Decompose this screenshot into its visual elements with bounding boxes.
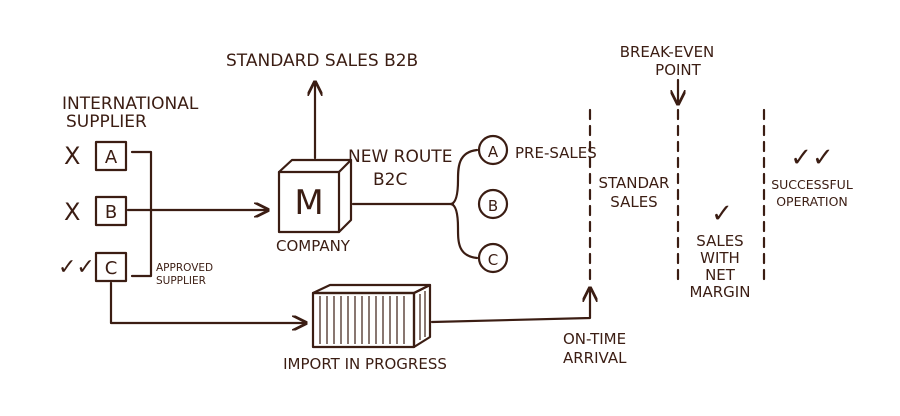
channel-a: A: [477, 134, 509, 166]
new-route-line2: B2C: [373, 170, 407, 190]
supplier-to-import-arrow: [109, 281, 306, 323]
net-margin-check-icon: ✓: [711, 199, 733, 229]
channel-letter-b: B: [488, 197, 498, 215]
channel-b: B: [477, 188, 509, 220]
reject-mark-b: X: [64, 198, 80, 226]
channel-letter-a: A: [488, 143, 499, 161]
b2b-label: STANDARD SALES B2B: [226, 51, 418, 71]
reject-mark-a: X: [64, 142, 80, 170]
supplier-option-a: X A: [64, 140, 128, 172]
net-margin-line4: MARGIN: [690, 283, 751, 301]
net-margin-line2: WITH: [700, 249, 740, 267]
success-line1: SUCCESSFUL: [771, 177, 853, 192]
supplier-box-c: [94, 251, 128, 283]
breakeven-line1: BREAK-EVEN: [620, 43, 715, 61]
net-margin-line3: NET: [705, 266, 736, 284]
route-brace: [449, 148, 479, 260]
approved-label-line2: SUPPLIER: [156, 275, 206, 287]
approve-mark-c: ✓✓: [58, 255, 95, 280]
shipping-container-icon: [311, 283, 432, 349]
supplier-box-b: [94, 195, 128, 227]
channel-letter-c: C: [488, 251, 498, 269]
success-check-icon: ✓✓: [790, 143, 834, 173]
ontime-label-line2: ARRIVAL: [563, 349, 627, 367]
presales-label: PRE-SALES: [515, 144, 597, 162]
supplier-title-line2: SUPPLIER: [66, 112, 147, 132]
company-cube: M: [277, 158, 353, 234]
company-letter: M: [294, 183, 323, 223]
supplier-letter-a: A: [105, 147, 118, 168]
standard-sales-line1: STANDAR: [599, 174, 670, 192]
import-to-arrival-arrow: [430, 288, 590, 324]
import-label: IMPORT IN PROGRESS: [283, 355, 447, 373]
breakeven-line2: POINT: [655, 61, 701, 79]
supplier-bracket: [130, 150, 153, 278]
net-margin-line1: SALES: [696, 232, 743, 250]
success-line2: OPERATION: [776, 194, 848, 209]
supplier-box-a: [94, 140, 128, 172]
supplier-option-b: X B: [64, 195, 128, 227]
supplier-letter-c: C: [105, 258, 118, 279]
ontime-label-line1: ON-TIME: [563, 330, 626, 348]
company-label: COMPANY: [276, 237, 351, 255]
channel-c: C: [477, 242, 509, 274]
supplier-option-c: ✓✓ C: [58, 251, 128, 283]
supplier-letter-b: B: [105, 202, 117, 223]
new-route-line1: NEW ROUTE: [348, 147, 452, 167]
standard-sales-line2: SALES: [610, 193, 657, 211]
supplier-title-line1: INTERNATIONAL: [62, 94, 199, 114]
approved-label-line1: APPROVED: [156, 262, 213, 274]
